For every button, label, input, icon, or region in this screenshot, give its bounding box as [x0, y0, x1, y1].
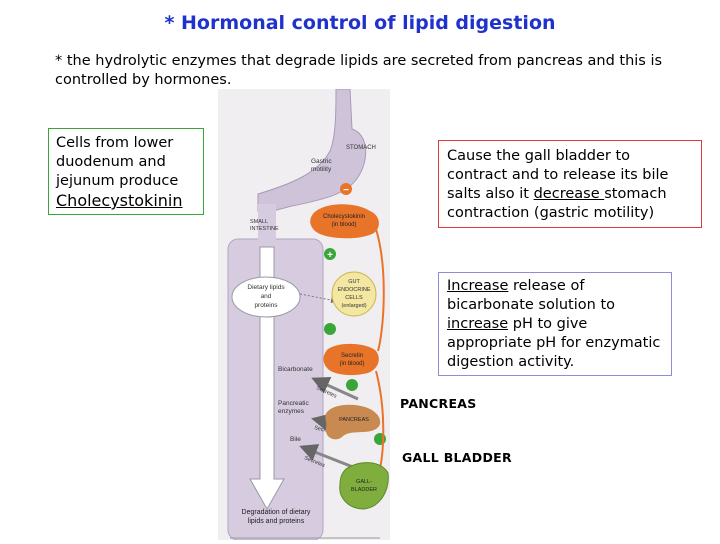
plus-icon: [346, 379, 358, 391]
plus-icon: [324, 248, 336, 260]
secretes-arrow-1: [311, 377, 359, 401]
dietary-text-2: and: [261, 293, 272, 300]
secretin-blob: [323, 343, 379, 376]
plus-icon: [324, 323, 336, 335]
gall-bladder-label: GALL BLADDER: [402, 450, 512, 465]
cholecystokinin-source-box: Cells from lower duodenum and jejunum pr…: [48, 128, 204, 215]
gall-inner-text-2: BLADDER: [351, 487, 377, 493]
blood-vessel-line: [375, 228, 385, 470]
cholecystokinin-term: Cholecystokinin: [56, 191, 183, 210]
bicarbonate-text-2: pH to give appropriate pH for enzymatic …: [447, 316, 661, 370]
minus-icon: [340, 183, 352, 195]
cck-blood-text-1: Cholecystokinin: [323, 214, 365, 220]
small-intestine-text-1: SMALL: [250, 219, 268, 225]
gut-text-2: ENDOCRINE: [337, 287, 370, 293]
pancreatic-text-1: Pancreatic: [278, 400, 309, 407]
stomach-text: STOMACH: [346, 145, 376, 151]
gut-text-4: (enlarged): [341, 303, 366, 309]
gall-bladder-shape: [339, 462, 389, 510]
gall-inner-text-1: GALL-: [356, 479, 372, 485]
pancreatic-text-2: enzymes: [278, 408, 305, 415]
pancreas-label: PANCREAS: [400, 396, 477, 411]
degradation-text-2: lipids and proteins: [248, 518, 305, 525]
dietary-text-3: proteins: [254, 302, 278, 309]
gastric-motility-text-1: Gastric: [311, 158, 332, 165]
bile-text: Bile: [290, 436, 301, 443]
bicarbonate-effect-box: Increase release of bicarbonate solution…: [438, 272, 672, 376]
increase-term-2: increase: [447, 316, 509, 332]
digestion-diagram: STOMACH Gastric motility SMALL INTESTINE…: [218, 88, 390, 541]
dietary-text-1: Dietary lipids: [247, 284, 285, 291]
increase-term-1: Increase: [447, 278, 509, 294]
pancreas-inner-text: PANCREAS: [339, 417, 369, 423]
gallbladder-effect-box: Cause the gall bladder to contract and t…: [438, 140, 702, 228]
secretin-text-1: Secretin: [341, 353, 363, 359]
cholecystokinin-blob: [310, 204, 379, 239]
gastric-motility-text-2: motility: [311, 166, 332, 173]
page-title: * Hormonal control of lipid digestion: [164, 12, 556, 34]
gut-text-3: CELLS: [345, 295, 363, 301]
small-intestine-text-2: INTESTINE: [250, 226, 279, 232]
gallbladder-effect-text-1: Cause the gall bladder to contract and t…: [447, 148, 669, 202]
gallbladder-effect-text-2: stomach contraction (gastric motility): [447, 186, 667, 221]
secretes-text-2: Secretes: [314, 425, 337, 436]
cck-source-text: Cells from lower duodenum and jejunum pr…: [56, 135, 179, 189]
plus-sign-text: +: [327, 250, 333, 261]
degradation-text-1: Degradation of dietary: [242, 509, 311, 516]
bicarbonate-text: Bicarbonate: [278, 366, 313, 373]
intro-text: * the hydrolytic enzymes that degrade li…: [55, 53, 663, 88]
bicarbonate-text-1: release of bicarbonate solution to: [447, 278, 616, 313]
secretin-text-2: (in blood): [339, 361, 364, 367]
duodenum-connector: [258, 204, 276, 244]
stomach-shape: [257, 88, 367, 212]
gut-endocrine-cells: [331, 271, 377, 317]
cck-blood-text-2: (in blood): [331, 222, 356, 228]
digestion-figure: STOMACH Gastric motility SMALL INTESTINE…: [218, 88, 390, 541]
dietary-lipids-bubble: [231, 276, 301, 318]
secretes-arrow-3: [299, 444, 359, 471]
gut-text-1: GUT: [348, 279, 360, 285]
decrease-term: decrease: [533, 186, 605, 202]
minus-sign-text: −: [343, 185, 349, 196]
pancreas-shape: [325, 404, 381, 440]
